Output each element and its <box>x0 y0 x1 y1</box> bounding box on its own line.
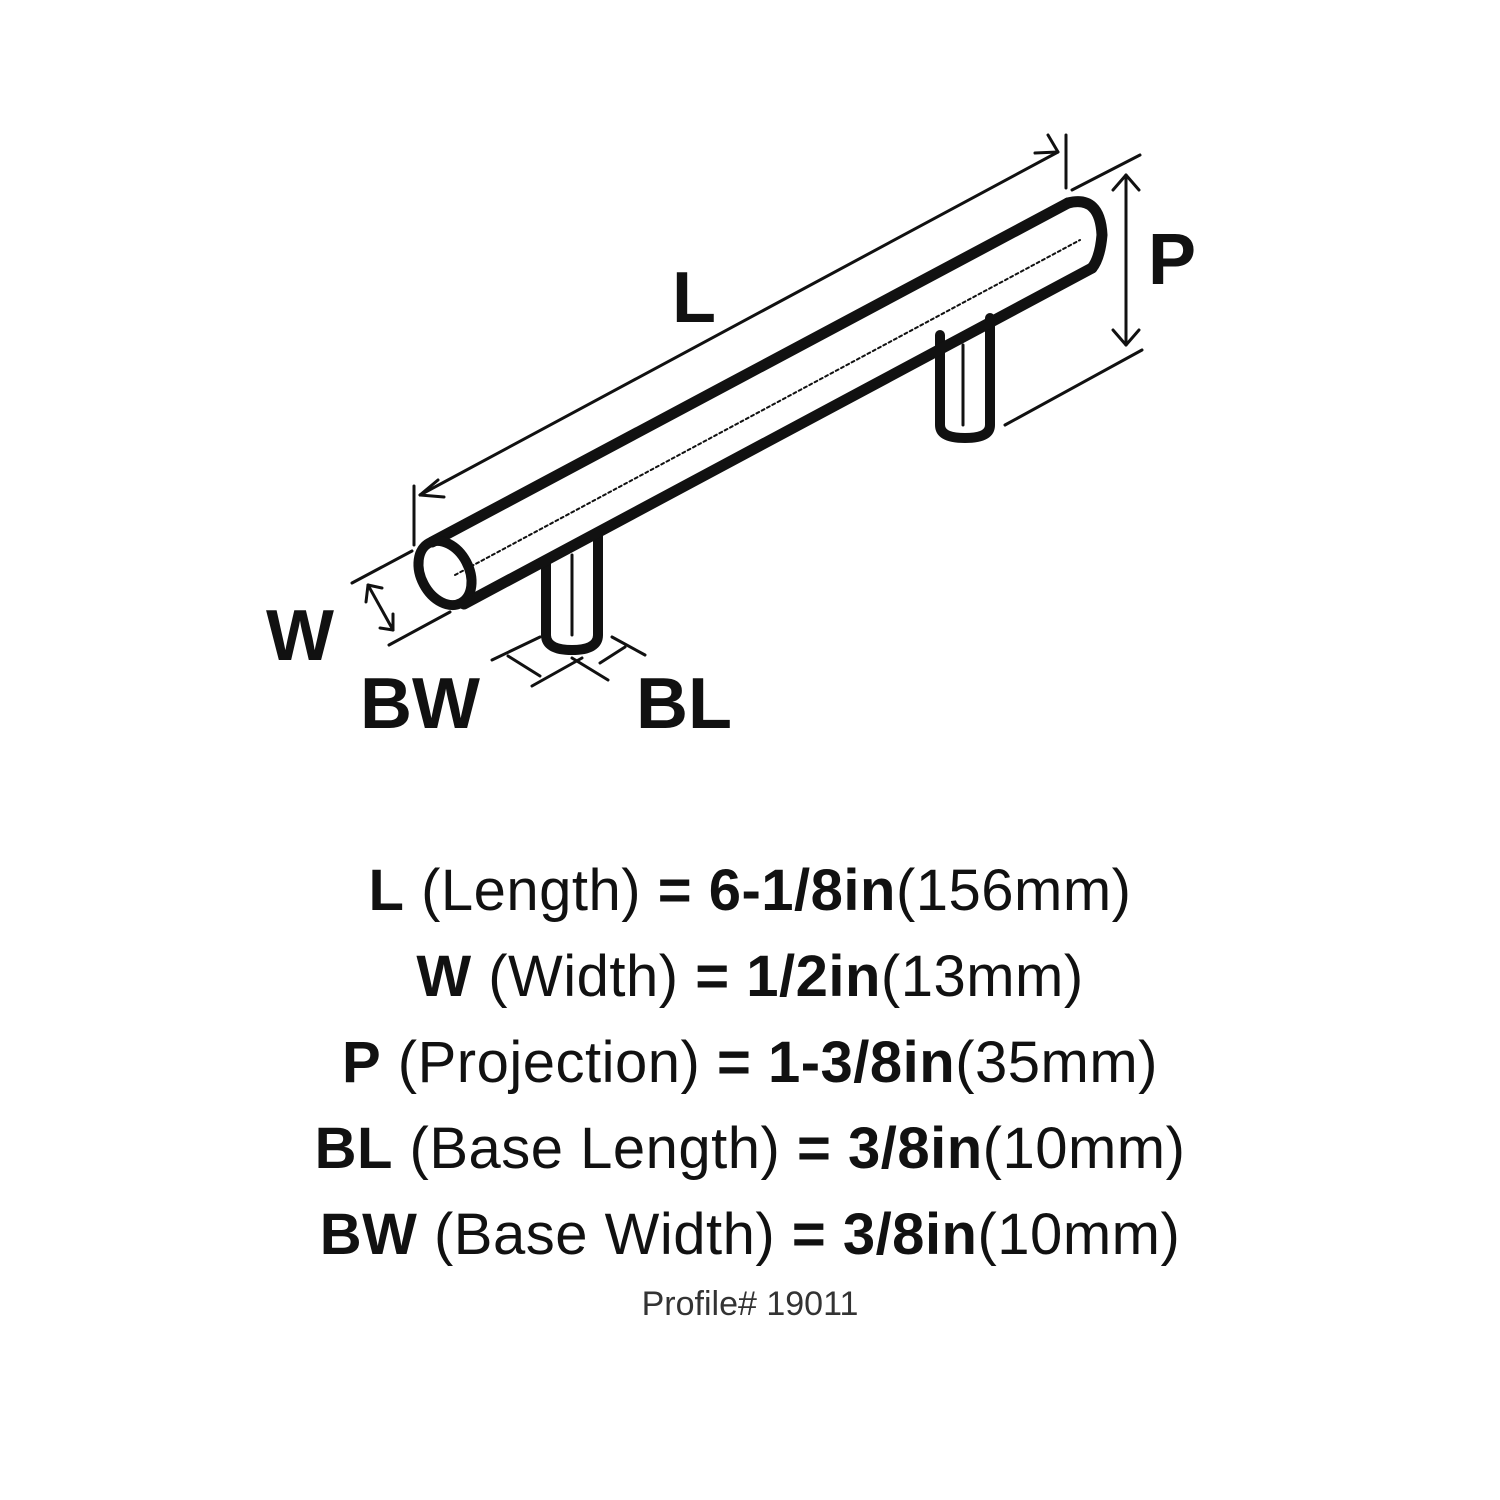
label-base-width: BW <box>360 664 480 744</box>
spec-row-length: L (Length) = 6-1/8in(156mm) <box>0 848 1500 934</box>
length-dimension <box>412 133 1068 547</box>
spec-imperial: 1/2in <box>746 944 881 1009</box>
spec-equals: = <box>716 1030 752 1095</box>
spec-name: (Projection) <box>397 1030 701 1095</box>
spec-name: (Length) <box>421 858 642 923</box>
label-width: W <box>266 596 334 676</box>
label-projection: P <box>1148 220 1197 300</box>
rear-post <box>935 313 995 443</box>
spec-code: L <box>368 858 405 923</box>
spec-list: L (Length) = 6-1/8in(156mm) W (Width) = … <box>0 848 1500 1278</box>
spec-imperial: 6-1/8in <box>708 858 896 923</box>
spec-metric: (35mm) <box>955 1030 1158 1095</box>
spec-imperial: 3/8in <box>842 1202 978 1267</box>
projection-dimension <box>1003 153 1144 427</box>
spec-imperial: 1-3/8in <box>767 1030 956 1095</box>
spec-row-width: W (Width) = 1/2in(13mm) <box>0 934 1500 1020</box>
spec-name: (Width) <box>488 944 679 1009</box>
spec-equals: = <box>796 1116 832 1181</box>
spec-row-projection: P (Projection) = 1-3/8in(35mm) <box>0 1020 1500 1106</box>
spec-equals: = <box>695 944 730 1009</box>
spec-code: P <box>341 1030 382 1095</box>
spec-row-base-width: BW (Base Width) = 3/8in(10mm) <box>0 1192 1500 1278</box>
spec-metric: (156mm) <box>895 858 1132 923</box>
spec-metric: (10mm) <box>977 1202 1181 1267</box>
spec-metric: (10mm) <box>982 1116 1186 1181</box>
spec-name: (Base Width) <box>433 1202 776 1267</box>
pull-handle-diagram <box>350 133 1144 688</box>
spec-equals: = <box>791 1202 827 1267</box>
base-dimension <box>490 635 647 688</box>
label-length: L <box>672 258 716 338</box>
spec-code: BL <box>314 1116 393 1181</box>
profile-number: Profile# 19011 <box>641 1285 859 1323</box>
spec-equals: = <box>657 858 693 923</box>
label-base-length: BL <box>636 664 732 744</box>
width-dimension <box>350 549 452 647</box>
front-post <box>541 529 603 655</box>
spec-imperial: 3/8in <box>847 1116 983 1181</box>
spec-name: (Base Length) <box>409 1116 781 1181</box>
spec-code: BW <box>319 1202 418 1267</box>
spec-metric: (13mm) <box>880 944 1084 1009</box>
bar-body <box>413 196 1108 611</box>
spec-code: W <box>416 944 472 1009</box>
spec-row-base-length: BL (Base Length) = 3/8in(10mm) <box>0 1106 1500 1192</box>
